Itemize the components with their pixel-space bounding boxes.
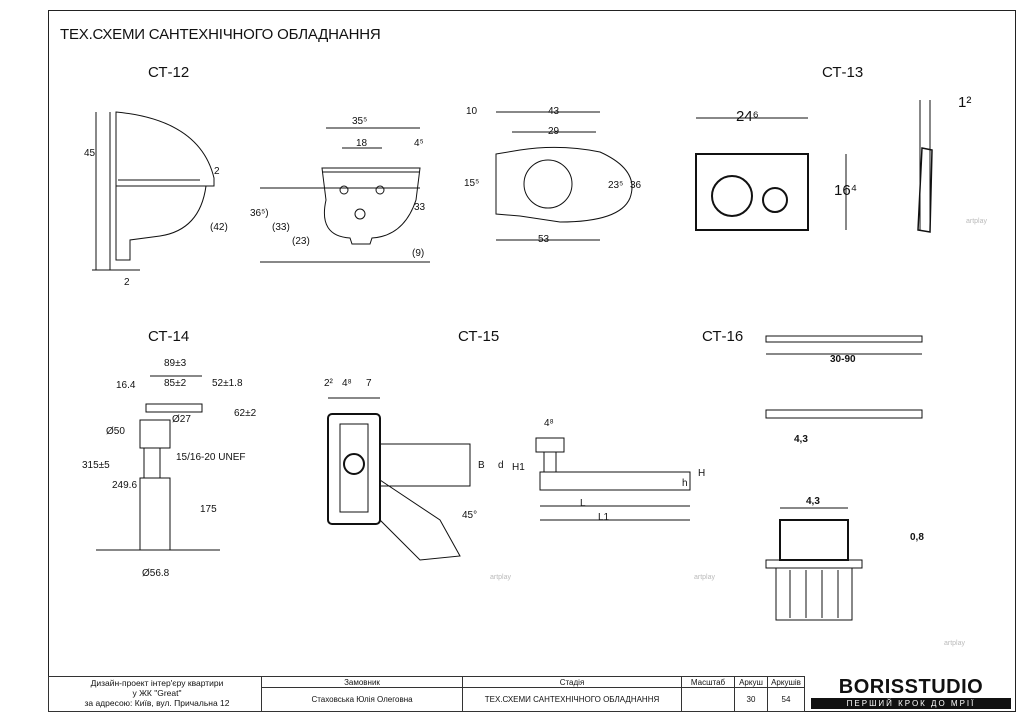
- dim-label: (23): [292, 236, 310, 247]
- customer-value: Стаховська Юлія Олеговна: [261, 687, 463, 712]
- dim-label: 30-90: [830, 354, 856, 365]
- project-line: у ЖК "Great": [132, 688, 182, 698]
- dim-label: 1²: [958, 94, 972, 111]
- dim-label: 85±2: [164, 378, 187, 389]
- stage-label: Стадія: [462, 676, 682, 688]
- ct15-installation-frame: [327, 397, 471, 561]
- section-label-ct15: СТ-15: [458, 328, 500, 345]
- customer-label: Замовник: [261, 676, 463, 688]
- dim-label: 53: [538, 234, 550, 245]
- dim-label: L: [580, 498, 586, 509]
- dim-label: (9): [412, 248, 425, 259]
- dim-label: (33): [272, 222, 290, 233]
- section-label-ct13: СТ-13: [822, 64, 864, 81]
- ct12-side-view: [92, 111, 215, 271]
- dim-label: 33: [414, 202, 426, 213]
- dim-label: 4,3: [794, 434, 808, 445]
- dim-label: 15/16-20 UNEF: [176, 452, 246, 463]
- dim-label: h: [682, 478, 688, 489]
- ct14-soap-dispenser: [96, 375, 220, 551]
- project-info: Дизайн-проект інтер'єру квартири у ЖК "G…: [52, 678, 262, 708]
- ct12-front-view: [260, 127, 430, 263]
- project-line: за адресою: Київ, вул. Причальна 12: [84, 698, 230, 708]
- dim-label: 2: [214, 166, 220, 177]
- sheet-value: 30: [734, 687, 768, 712]
- logo-text: BORISSTUDIO: [838, 676, 984, 698]
- dim-label: 36⁵): [250, 208, 269, 219]
- project-line: Дизайн-проект інтер'єру квартири: [90, 678, 224, 688]
- dim-label: 315±5: [82, 460, 110, 471]
- ct12-top-view: [495, 111, 633, 241]
- watermark: artplay: [944, 640, 966, 647]
- dim-label: 36: [630, 180, 642, 191]
- dim-label: 45°: [462, 510, 478, 521]
- dim-label: 249.6: [112, 480, 138, 491]
- dim-label: 4⁸: [544, 418, 554, 429]
- dim-label: 23⁵: [608, 180, 624, 191]
- dim-label: 89±3: [164, 358, 187, 369]
- dim-label: 18: [356, 138, 368, 149]
- watermark: artplay: [966, 218, 988, 225]
- sheets-value: 54: [767, 687, 805, 712]
- watermark: artplay: [490, 574, 512, 581]
- dim-label: 4⁸: [342, 378, 352, 389]
- ct15-siphon: [535, 437, 691, 521]
- dim-label: Ø27: [172, 414, 191, 425]
- dim-label: 29: [548, 126, 560, 137]
- dim-label: 175: [200, 504, 217, 515]
- section-label-ct12: СТ-12: [148, 64, 190, 81]
- dim-label: 2²: [324, 378, 333, 389]
- dim-label: L1: [598, 512, 610, 523]
- dim-label: 24⁶: [736, 108, 759, 125]
- title-block: Замовник Стадія Масштаб Аркуш Аркушів Ст…: [48, 676, 1016, 712]
- dim-label: 2: [124, 277, 130, 288]
- ct16-shower-drain: [765, 335, 923, 621]
- dim-label: 4⁵: [414, 138, 424, 149]
- watermark: artplay: [694, 574, 716, 581]
- sheet-label: Аркуш: [734, 676, 768, 688]
- logo-slogan: ПЕРШИЙ КРОК ДО МРІЇ: [811, 698, 1011, 709]
- scale-label: Масштаб: [681, 676, 735, 688]
- dim-label: 35⁵: [352, 116, 368, 127]
- dim-label: 62±2: [234, 408, 257, 419]
- dim-label: H1: [512, 462, 525, 473]
- dim-label: B: [478, 460, 485, 471]
- studio-logo: BORISSTUDIO ПЕРШИЙ КРОК ДО МРІЇ: [807, 676, 1015, 712]
- dim-label: 7: [366, 378, 372, 389]
- dim-label: 15⁵: [464, 178, 480, 189]
- dim-label: (42): [210, 222, 228, 233]
- dim-label: 43: [548, 106, 560, 117]
- dim-label: Ø50: [106, 426, 125, 437]
- dim-label: Ø56.8: [142, 568, 170, 579]
- dim-label: 52±1.8: [212, 378, 243, 389]
- dim-label: 0,8: [910, 532, 924, 543]
- stage-value: ТЕХ.СХЕМИ САНТЕХНІЧНОГО ОБЛАДНАННЯ: [462, 687, 682, 712]
- ct13-flush-plate: [695, 100, 933, 233]
- section-label-ct14: СТ-14: [148, 328, 190, 345]
- dim-label: 16⁴: [834, 182, 858, 199]
- sheet-title: ТЕХ.СХЕМИ САНТЕХНІЧНОГО ОБЛАДНАННЯ: [60, 26, 381, 43]
- drawing-frame: [48, 10, 1016, 712]
- section-label-ct16: СТ-16: [702, 328, 744, 345]
- dim-label: d: [498, 460, 504, 471]
- dim-label: H: [698, 468, 706, 479]
- dim-label: 45: [84, 148, 96, 159]
- sheets-label: Аркушів: [767, 676, 805, 688]
- dim-label: 10: [466, 106, 478, 117]
- dim-label: 4,3: [806, 496, 820, 507]
- dim-label: 16.4: [116, 380, 136, 391]
